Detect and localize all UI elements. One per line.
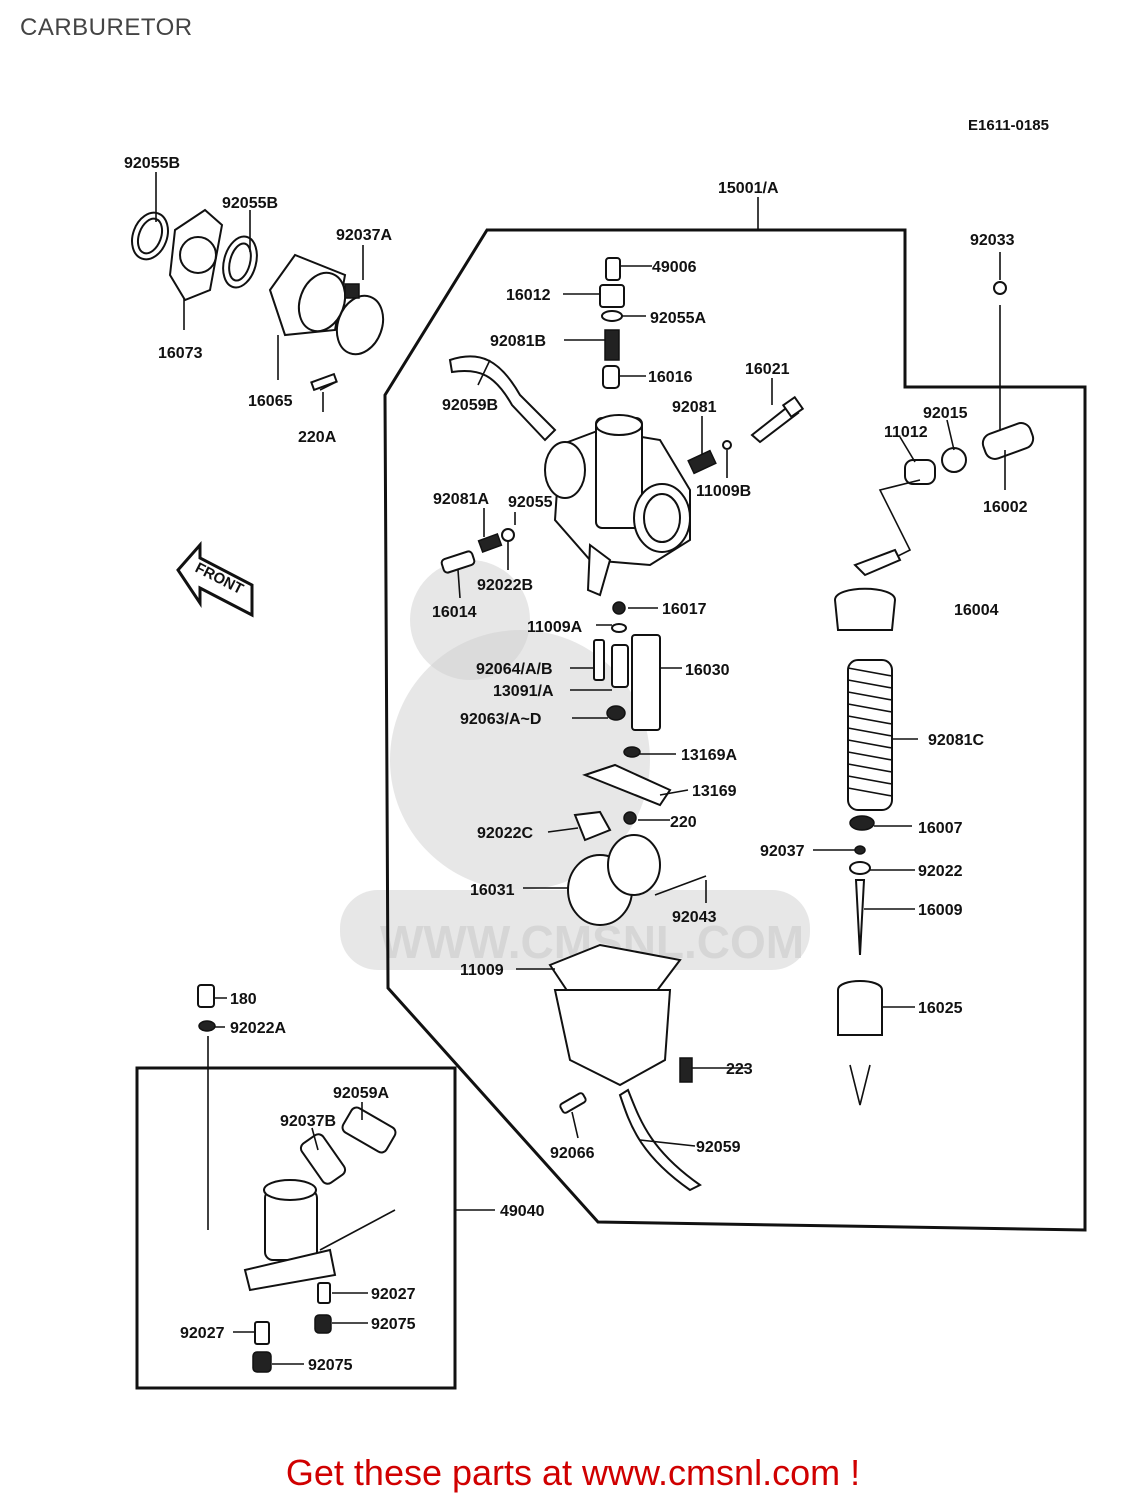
callout-92027-lower: 92027 <box>180 1325 225 1342</box>
callout-labels: 92055B 92055B 92037A 16073 16065 220A 15… <box>124 155 1028 1374</box>
callout-180: 180 <box>230 991 257 1008</box>
callout-16007: 16007 <box>918 820 963 837</box>
callout-49006: 49006 <box>652 259 697 276</box>
callout-16002: 16002 <box>983 499 1028 516</box>
callout-92037: 92037 <box>760 843 805 860</box>
callout-223: 223 <box>726 1061 753 1078</box>
carburetor-assembly-outline <box>383 228 1087 1232</box>
intake-parts <box>131 208 385 392</box>
callout-92075-lower: 92075 <box>308 1357 353 1374</box>
callout-92055: 92055 <box>508 494 553 511</box>
callout-92022b: 92022B <box>477 577 533 594</box>
callout-13169a: 13169A <box>681 747 737 764</box>
callout-16016: 16016 <box>648 369 693 386</box>
callout-92015: 92015 <box>923 405 968 422</box>
callout-16021: 16021 <box>745 361 790 378</box>
callout-92066: 92066 <box>550 1145 595 1162</box>
callout-92022a: 92022A <box>230 1020 286 1037</box>
callout-92081a: 92081A <box>433 491 489 508</box>
callout-220a: 220A <box>298 429 337 446</box>
callout-13169: 13169 <box>692 783 737 800</box>
slide-assembly <box>833 281 1035 1106</box>
callout-92064-a-b: 92064/A/B <box>476 661 553 678</box>
callout-11012: 11012 <box>884 424 928 441</box>
callout-92055b-ring: 92055B <box>222 195 278 212</box>
jet-parts <box>548 601 707 1192</box>
callout-92063-a-d: 92063/A~D <box>460 711 541 728</box>
callout-92043: 92043 <box>672 909 717 926</box>
callout-49040: 49040 <box>500 1203 545 1220</box>
callout-16017: 16017 <box>662 601 707 618</box>
callout-92022c: 92022C <box>477 825 533 842</box>
page-title: CARBURETOR <box>20 14 193 41</box>
callout-92055b-seal: 92055B <box>124 155 180 172</box>
callout-11009: 11009 <box>460 962 504 979</box>
callout-16009: 16009 <box>918 902 963 919</box>
callout-92081b: 92081B <box>490 333 546 350</box>
callout-92059a: 92059A <box>333 1085 389 1102</box>
callout-15001a: 15001/A <box>718 180 779 197</box>
promo-banner[interactable]: Get these parts at www.cmsnl.com ! <box>285 1452 861 1493</box>
slide-spring-icon <box>847 659 893 811</box>
callout-16012: 16012 <box>506 287 551 304</box>
callout-11009b: 11009B <box>696 483 751 500</box>
callout-16004: 16004 <box>954 602 999 619</box>
front-arrow-icon: FRONT <box>176 541 254 618</box>
callout-16030: 16030 <box>685 662 730 679</box>
callout-11009a: 11009A <box>527 619 583 636</box>
callout-92081c: 92081C <box>928 732 984 749</box>
callout-92033: 92033 <box>970 232 1015 249</box>
top-fittings <box>440 257 805 574</box>
exploded-parts-diagram: WWW.CMSNL.COM FRONT <box>124 155 1087 1390</box>
callout-220: 220 <box>670 814 697 831</box>
callout-92037b: 92037B <box>280 1113 336 1130</box>
callout-13091a: 13091/A <box>493 683 554 700</box>
callout-92022: 92022 <box>918 863 963 880</box>
callout-16073: 16073 <box>158 345 203 362</box>
callout-92055a: 92055A <box>650 310 706 327</box>
leader-lines <box>155 172 1006 1365</box>
callout-92059: 92059 <box>696 1139 741 1156</box>
callout-16014: 16014 <box>432 604 477 621</box>
fuel-pump-assembly-box <box>135 1066 457 1390</box>
carburetor-body <box>448 355 691 597</box>
callout-16065: 16065 <box>248 393 293 410</box>
callout-92037a: 92037A <box>336 227 392 244</box>
fuel-pump-parts <box>197 984 397 1373</box>
callout-16031: 16031 <box>470 882 515 899</box>
callout-92059b: 92059B <box>442 397 498 414</box>
callout-92027-upper: 92027 <box>371 1286 416 1303</box>
callout-92081: 92081 <box>672 399 717 416</box>
callout-16025: 16025 <box>918 1000 963 1017</box>
drawing-code: E1611-0185 <box>968 117 1049 134</box>
callout-92075-upper: 92075 <box>371 1316 416 1333</box>
